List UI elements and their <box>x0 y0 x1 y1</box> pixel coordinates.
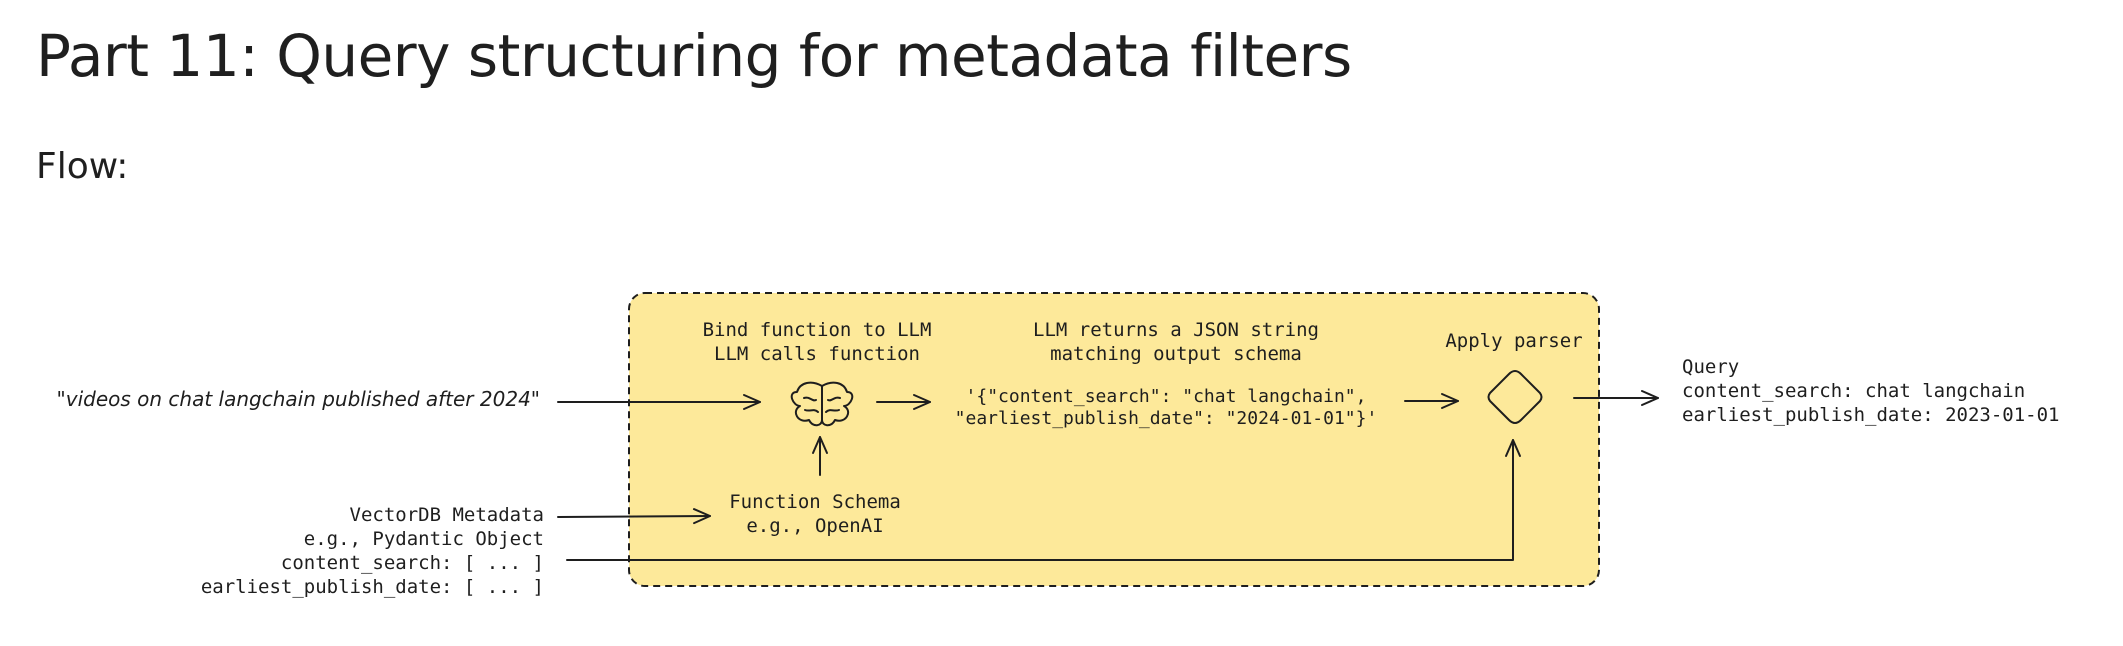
json-output-line2: "earliest_publish_date": "2024-01-01"}' <box>955 408 1378 429</box>
output-content-search: content_search: chat langchain <box>1682 380 2025 402</box>
metadata-content-search: content_search: [ ... ] <box>281 552 544 574</box>
metadata-title: VectorDB Metadata <box>350 504 544 526</box>
metadata-earliest-publish-date: earliest_publish_date: [ ... ] <box>201 576 544 598</box>
flow-label: Flow: <box>36 146 129 187</box>
metadata-example: e.g., Pydantic Object <box>304 528 544 550</box>
function-schema-example: e.g., OpenAI <box>746 515 883 537</box>
arrow-metadata-to-parser <box>566 439 1521 561</box>
arrow-metadata-to-schema <box>557 508 711 525</box>
output-query-title: Query <box>1682 356 1739 378</box>
function-schema-label: Function Schema <box>729 491 901 513</box>
processing-panel <box>628 292 1600 587</box>
page-title: Part 11: Query structuring for metadata … <box>36 22 1352 90</box>
matching-schema-label: matching output schema <box>1050 343 1302 365</box>
user-query-text: "videos on chat langchain published afte… <box>57 387 540 411</box>
apply-parser-label: Apply parser <box>1445 330 1582 352</box>
diamond-icon <box>1487 370 1543 424</box>
output-earliest-publish-date: earliest_publish_date: 2023-01-01 <box>1682 404 2060 426</box>
llm-calls-function-label: LLM calls function <box>714 343 920 365</box>
json-output-line1: '{"content_search": "chat langchain", <box>966 386 1367 407</box>
llm-returns-label: LLM returns a JSON string <box>1033 319 1319 341</box>
bind-function-label: Bind function to LLM <box>703 319 932 341</box>
brain-icon <box>790 381 854 427</box>
